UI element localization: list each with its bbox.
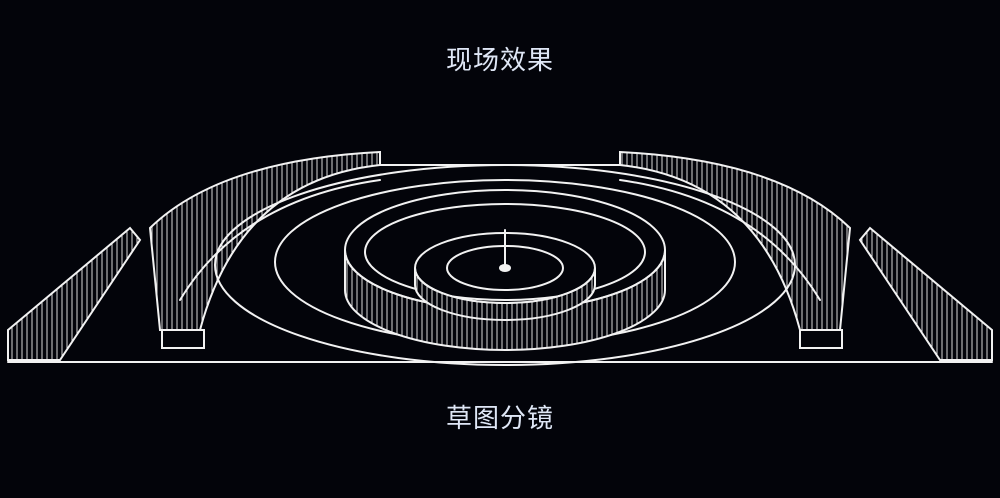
outer-ring xyxy=(214,164,796,366)
raised-ring-inner xyxy=(364,203,646,301)
left-arc-2 xyxy=(179,179,381,301)
left-outer-block xyxy=(7,226,142,361)
left-step xyxy=(161,329,205,349)
right-step xyxy=(799,329,843,349)
center-point xyxy=(499,264,511,272)
left-arc-1 xyxy=(148,150,381,331)
caption-onsite-effect: 现场效果 xyxy=(445,46,554,76)
right-arc-2 xyxy=(619,179,821,301)
caption-sketch-storyboard: 草图分镜 xyxy=(445,404,554,434)
right-outer-block xyxy=(858,226,993,361)
